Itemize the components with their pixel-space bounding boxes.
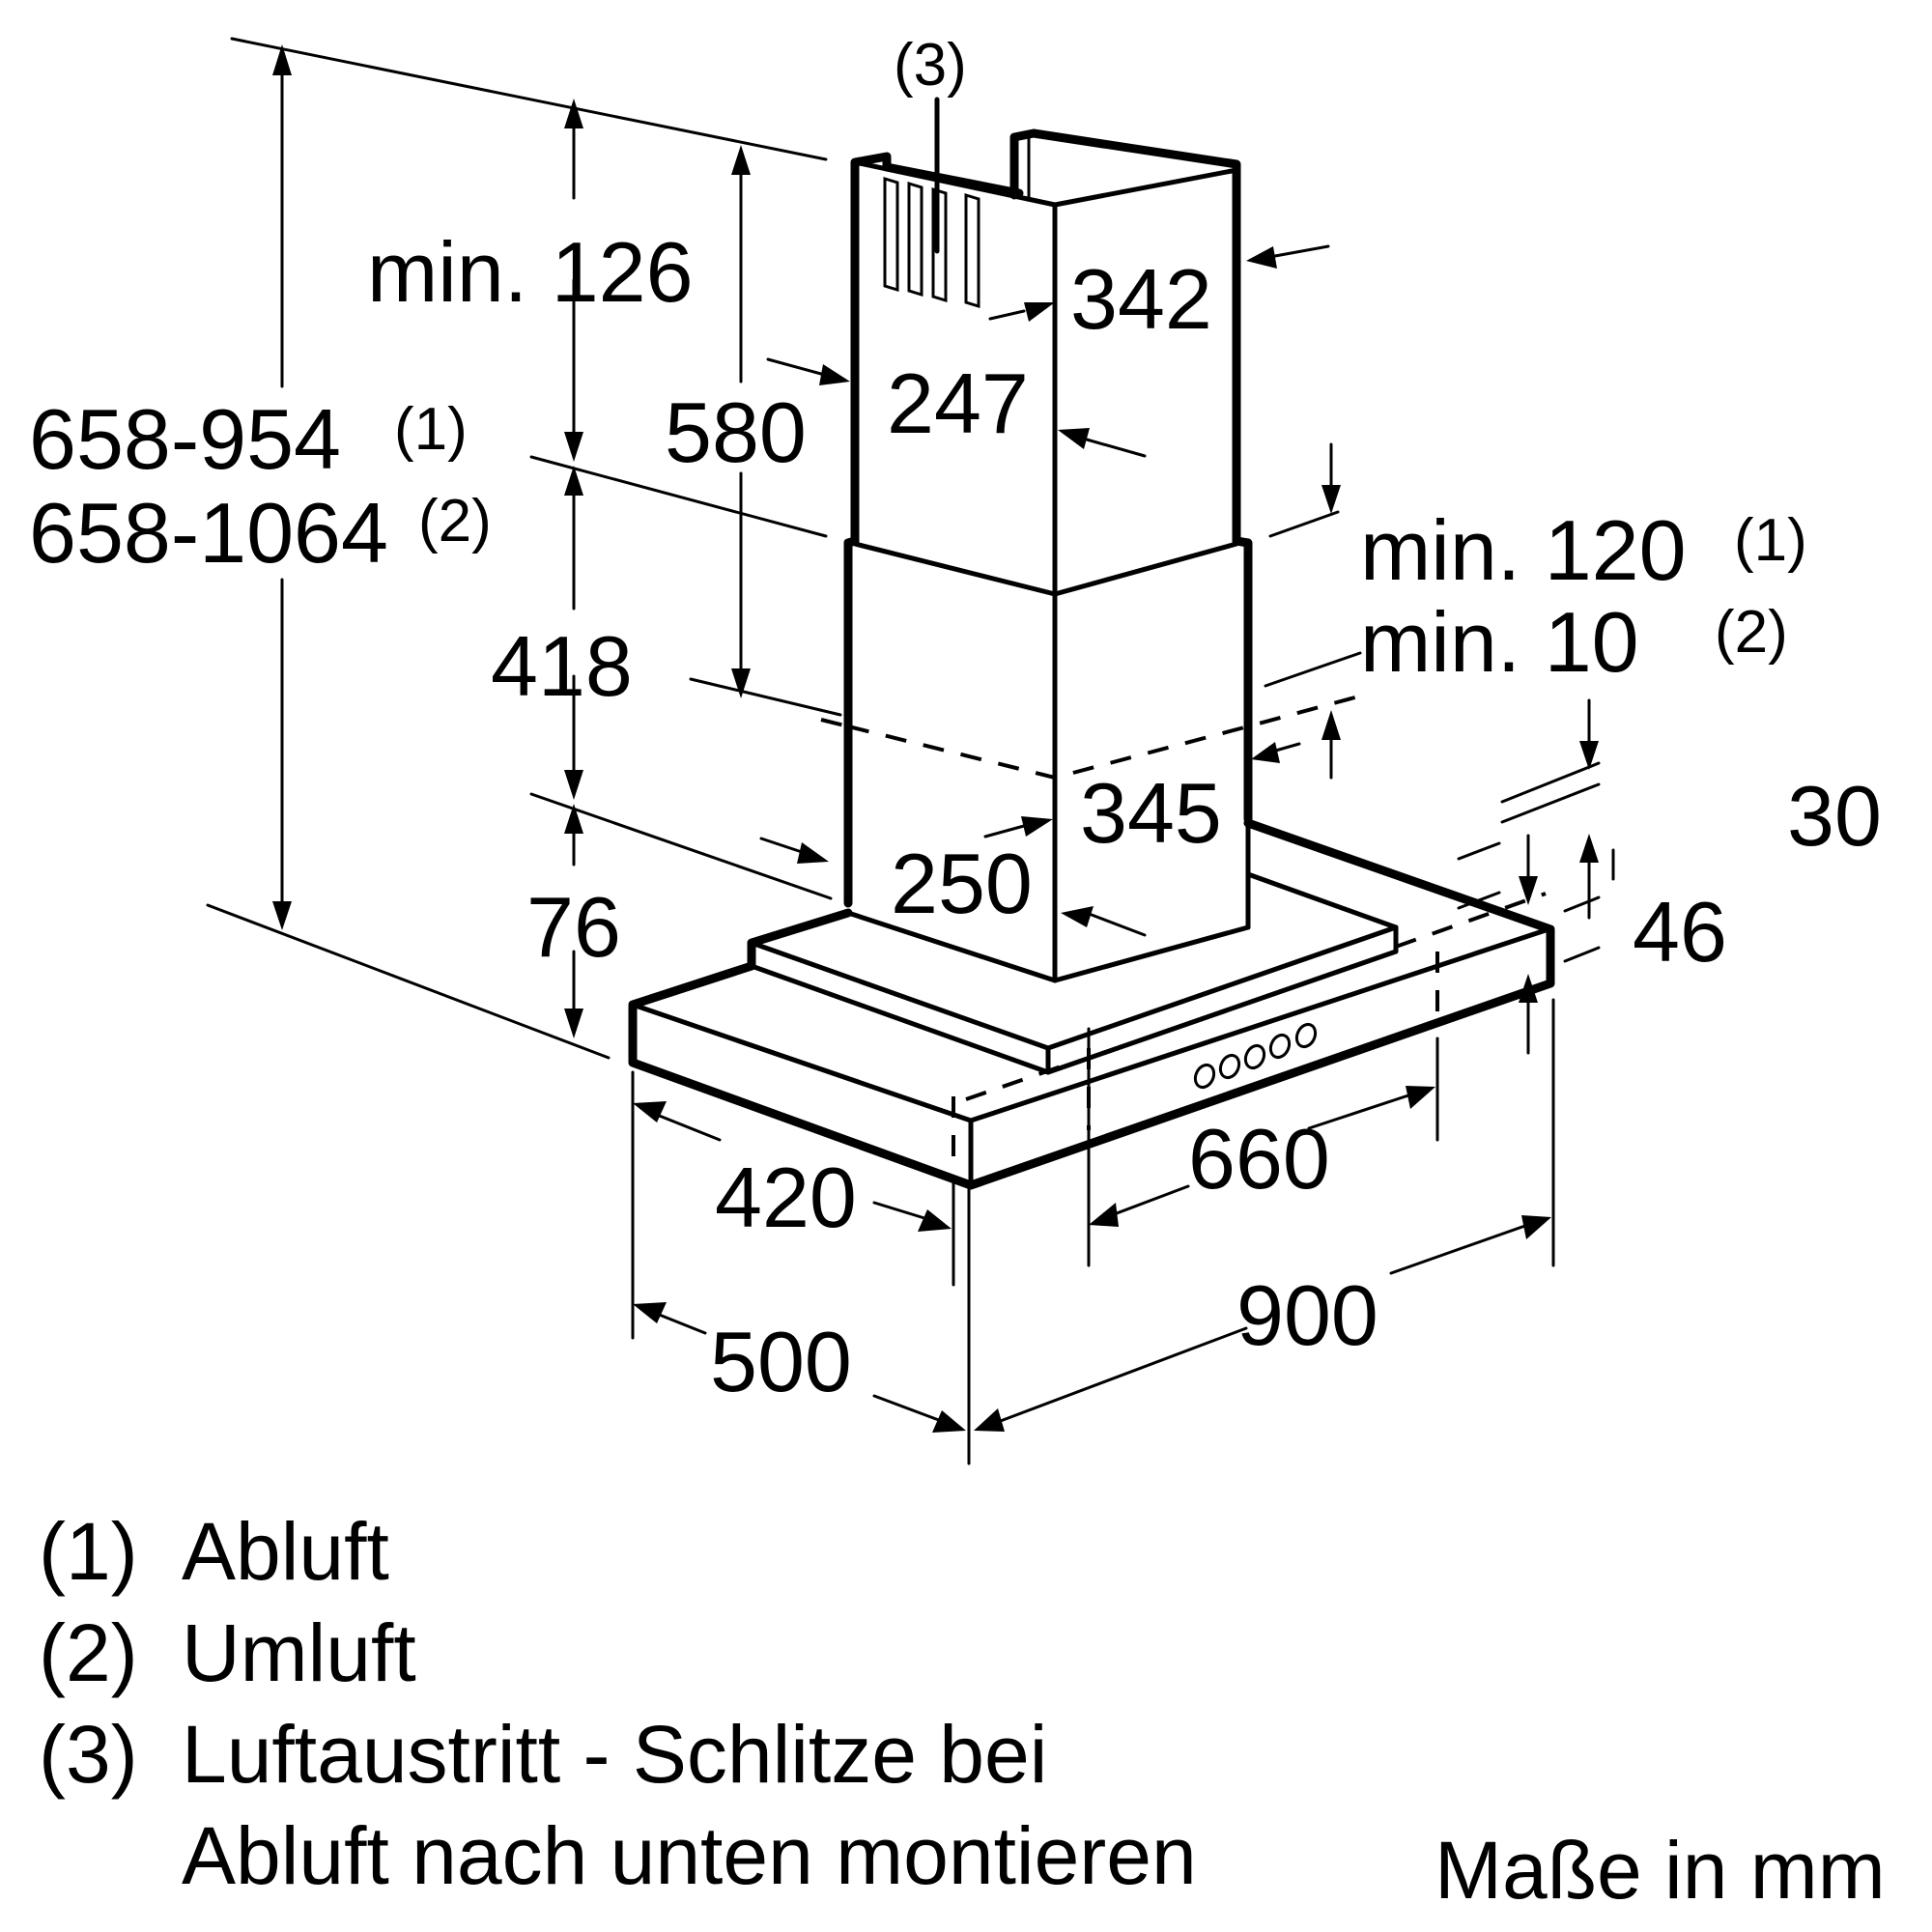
label-depth: 500 bbox=[710, 1314, 852, 1409]
extension-lines bbox=[206, 37, 1601, 1060]
legend: (1) Abluft (2) Umluft (3) Luftaustritt -… bbox=[39, 1506, 1886, 1916]
lower-chimney bbox=[820, 536, 1363, 983]
legend-ref-3: (3) bbox=[39, 1709, 138, 1800]
label-overlap-1-ref: (1) bbox=[1734, 507, 1807, 574]
label-overlap-2: min. 10 bbox=[1360, 594, 1639, 690]
legend-text-3-cont: Abluft nach unten montieren bbox=[182, 1810, 1197, 1901]
vent-slots-icon bbox=[883, 176, 980, 309]
label-upper-chimney-width: 342 bbox=[1070, 251, 1212, 347]
label-overlap-1: min. 120 bbox=[1360, 502, 1687, 598]
label-total-height-2-ref: (2) bbox=[418, 488, 492, 554]
legend-text-3: Luftaustritt - Schlitze bei bbox=[182, 1709, 1047, 1800]
unit-note: Maße in mm bbox=[1435, 1825, 1886, 1916]
label-rim-height: 30 bbox=[1787, 768, 1882, 864]
label-upper-chimney-height: 580 bbox=[665, 384, 807, 480]
label-inner-width: 660 bbox=[1188, 1111, 1330, 1207]
legend-ref-2: (2) bbox=[39, 1607, 138, 1698]
label-slots-ref: (3) bbox=[894, 32, 967, 99]
label-overlap-2-ref: (2) bbox=[1715, 599, 1788, 666]
chimney-width-arrows bbox=[759, 244, 1330, 937]
label-lower-chimney-depth: 250 bbox=[891, 836, 1033, 931]
upper-chimney bbox=[850, 97, 1241, 597]
label-lower-chimney-width: 345 bbox=[1080, 765, 1222, 861]
bottom-dimension-lines bbox=[631, 952, 1555, 1465]
label-top-clearance: min. 126 bbox=[367, 224, 694, 320]
label-upper-chimney-depth: 247 bbox=[887, 355, 1029, 451]
label-width: 900 bbox=[1236, 1267, 1378, 1363]
hood-canopy bbox=[628, 818, 1555, 1190]
legend-ref-1: (1) bbox=[39, 1506, 138, 1597]
legend-text-2: Umluft bbox=[182, 1607, 416, 1698]
label-total-height-1-ref: (1) bbox=[394, 396, 468, 463]
control-buttons-icon bbox=[1193, 1022, 1318, 1090]
label-front-height: 46 bbox=[1633, 884, 1727, 980]
label-canopy-height: 76 bbox=[526, 879, 621, 975]
label-inner-depth: 420 bbox=[715, 1150, 857, 1245]
label-total-height-1: 658-954 bbox=[29, 391, 341, 487]
label-total-height-2: 658-1064 bbox=[29, 485, 388, 581]
legend-text-1: Abluft bbox=[182, 1506, 389, 1597]
vertical-dimension-lines bbox=[272, 44, 1615, 1055]
label-lower-chimney-height: 418 bbox=[491, 618, 633, 714]
dimension-labels: min. 126 658-954 (1) 658-1064 (2) 580 41… bbox=[29, 32, 1882, 1409]
